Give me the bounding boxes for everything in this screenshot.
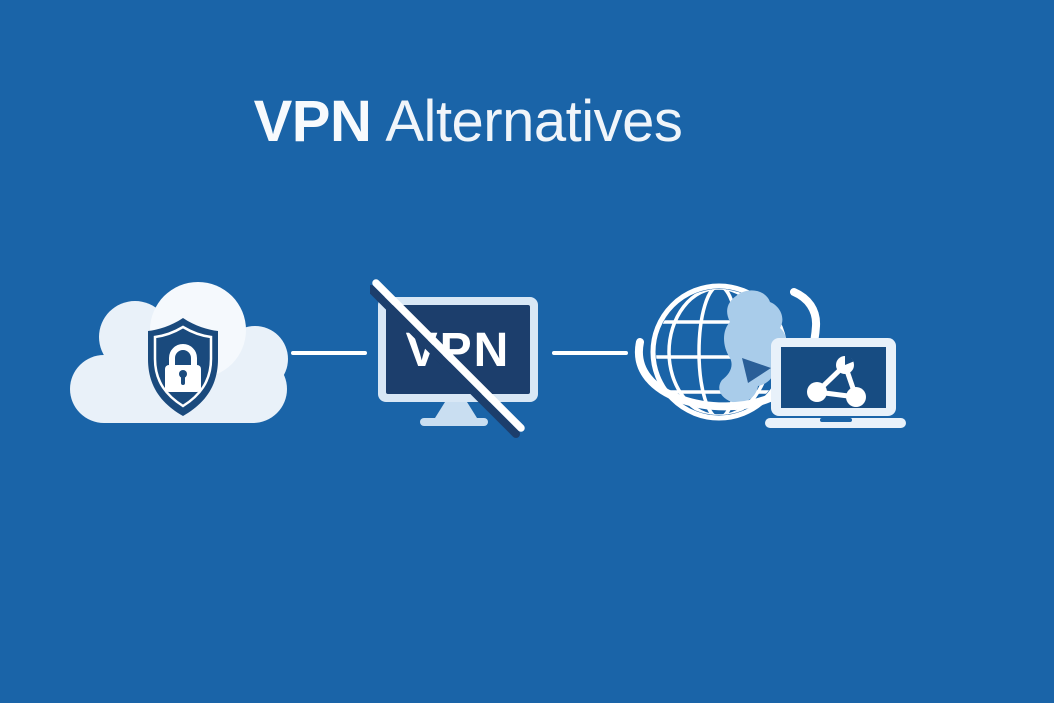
connector-line-right: [552, 351, 628, 355]
laptop-hinge-notch: [820, 418, 852, 422]
connector-line-left: [291, 351, 367, 355]
globe-icon: [634, 283, 821, 421]
continent-shape: [719, 290, 787, 404]
title-rest: Alternatives: [385, 89, 683, 154]
laptop-icon: [765, 338, 906, 428]
globe-laptop-network-svg: [634, 283, 906, 428]
no-vpn-monitor-svg: VPN: [367, 279, 538, 438]
monitor-stand: [435, 402, 477, 418]
monitor-base: [420, 418, 488, 426]
title-emphasis: VPN: [253, 89, 372, 154]
prohibition-slash-icon: [367, 279, 525, 438]
cloud-shield-lock-svg: [70, 282, 288, 423]
lock-icon: [165, 344, 201, 392]
node-globe-wedge: [845, 355, 854, 365]
network-nodes-icon: [807, 355, 866, 407]
cloud-shield-lock-icon: [64, 273, 289, 428]
globe-laptop-network-icon: [618, 268, 918, 438]
laptop-base: [765, 418, 906, 428]
no-vpn-monitor-icon: VPN: [367, 275, 555, 441]
arrow-icon: [742, 358, 771, 383]
